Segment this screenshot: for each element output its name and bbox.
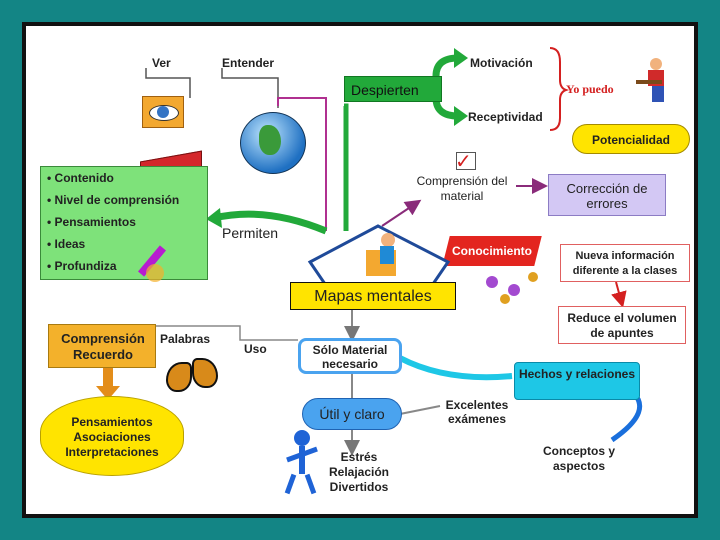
label-permiten: Permiten bbox=[222, 225, 279, 241]
connector-layer bbox=[96, 47, 643, 456]
label-yo-puedo: Yo puedo bbox=[566, 82, 614, 96]
label-estres: Estrés Relajación Divertidos bbox=[328, 450, 390, 494]
label-entender: Entender bbox=[222, 56, 275, 70]
box-conocimiento: Conocimiento bbox=[442, 236, 542, 266]
label-uso: Uso bbox=[244, 342, 267, 356]
connector-uso bbox=[152, 325, 298, 341]
list-box: • Contenido • Nivel de comprensión • Pen… bbox=[40, 166, 208, 280]
firework-icon bbox=[138, 234, 184, 294]
arrow-permiten-head bbox=[206, 208, 222, 228]
box-nueva-info: Nueva información diferente a la clases bbox=[560, 244, 690, 282]
connector-entender bbox=[221, 68, 279, 108]
box-comprension-recuerdo: Comprensión Recuerdo bbox=[48, 324, 156, 368]
connector-excelentes bbox=[399, 405, 441, 415]
list-item: • Profundiza bbox=[47, 259, 117, 273]
arrow-permiten bbox=[213, 210, 328, 235]
connector-ver bbox=[145, 68, 191, 98]
box-hechos: Hechos y relaciones bbox=[514, 362, 640, 400]
connector-green bbox=[343, 103, 349, 231]
student-icon bbox=[636, 58, 672, 106]
list-item: • Ideas bbox=[47, 237, 86, 251]
arrow-cloud-head bbox=[96, 386, 120, 400]
box-util-claro: Útil y claro bbox=[302, 398, 402, 430]
arrow-comprension bbox=[381, 199, 422, 227]
box-reduce: Reduce el volumen de apuntes bbox=[558, 306, 686, 344]
box-solo-material: Sólo Material necesario bbox=[298, 338, 402, 374]
list-item: • Nivel de comprensión bbox=[47, 193, 180, 207]
arrow-reduce bbox=[611, 281, 627, 308]
list-item: • Contenido bbox=[47, 171, 114, 185]
label-conceptos: Conceptos y aspectos bbox=[542, 444, 615, 473]
box-correccion: Corrección de errores bbox=[548, 174, 666, 216]
brace-red bbox=[549, 47, 570, 131]
list-item: • Pensamientos bbox=[47, 215, 136, 229]
molecule-icon bbox=[480, 266, 550, 308]
label-palabras: Palabras bbox=[160, 332, 211, 346]
box-mapas-mentales: Mapas mentales bbox=[290, 282, 456, 310]
connector-magenta bbox=[277, 97, 327, 231]
label-receptividad: Receptividad bbox=[468, 110, 543, 124]
globe-icon bbox=[240, 112, 306, 174]
check-icon: ✓ bbox=[455, 151, 476, 173]
label-comprension-material: Comprensión del material bbox=[416, 174, 508, 203]
butterfly-icon bbox=[166, 356, 220, 396]
arrow-receptividad-head bbox=[454, 106, 468, 126]
cloud-pensamientos: Pensamientos Asociaciones Interpretacion… bbox=[40, 396, 184, 476]
diagram-frame: ✓ Ver Entender Despierten Motivación Rec… bbox=[22, 22, 698, 518]
box-potencialidad: Potencialidad bbox=[572, 124, 690, 154]
box-despierten: Despierten bbox=[344, 76, 442, 102]
arrow-hechos bbox=[398, 355, 513, 381]
arrow-motivacion-head bbox=[454, 48, 468, 68]
stick-figure-icon bbox=[282, 426, 322, 498]
label-motivacion: Motivación bbox=[470, 56, 533, 70]
label-ver: Ver bbox=[152, 56, 171, 70]
label-excelentes: Excelentes exámenes bbox=[445, 398, 509, 426]
eye-icon bbox=[142, 96, 184, 128]
